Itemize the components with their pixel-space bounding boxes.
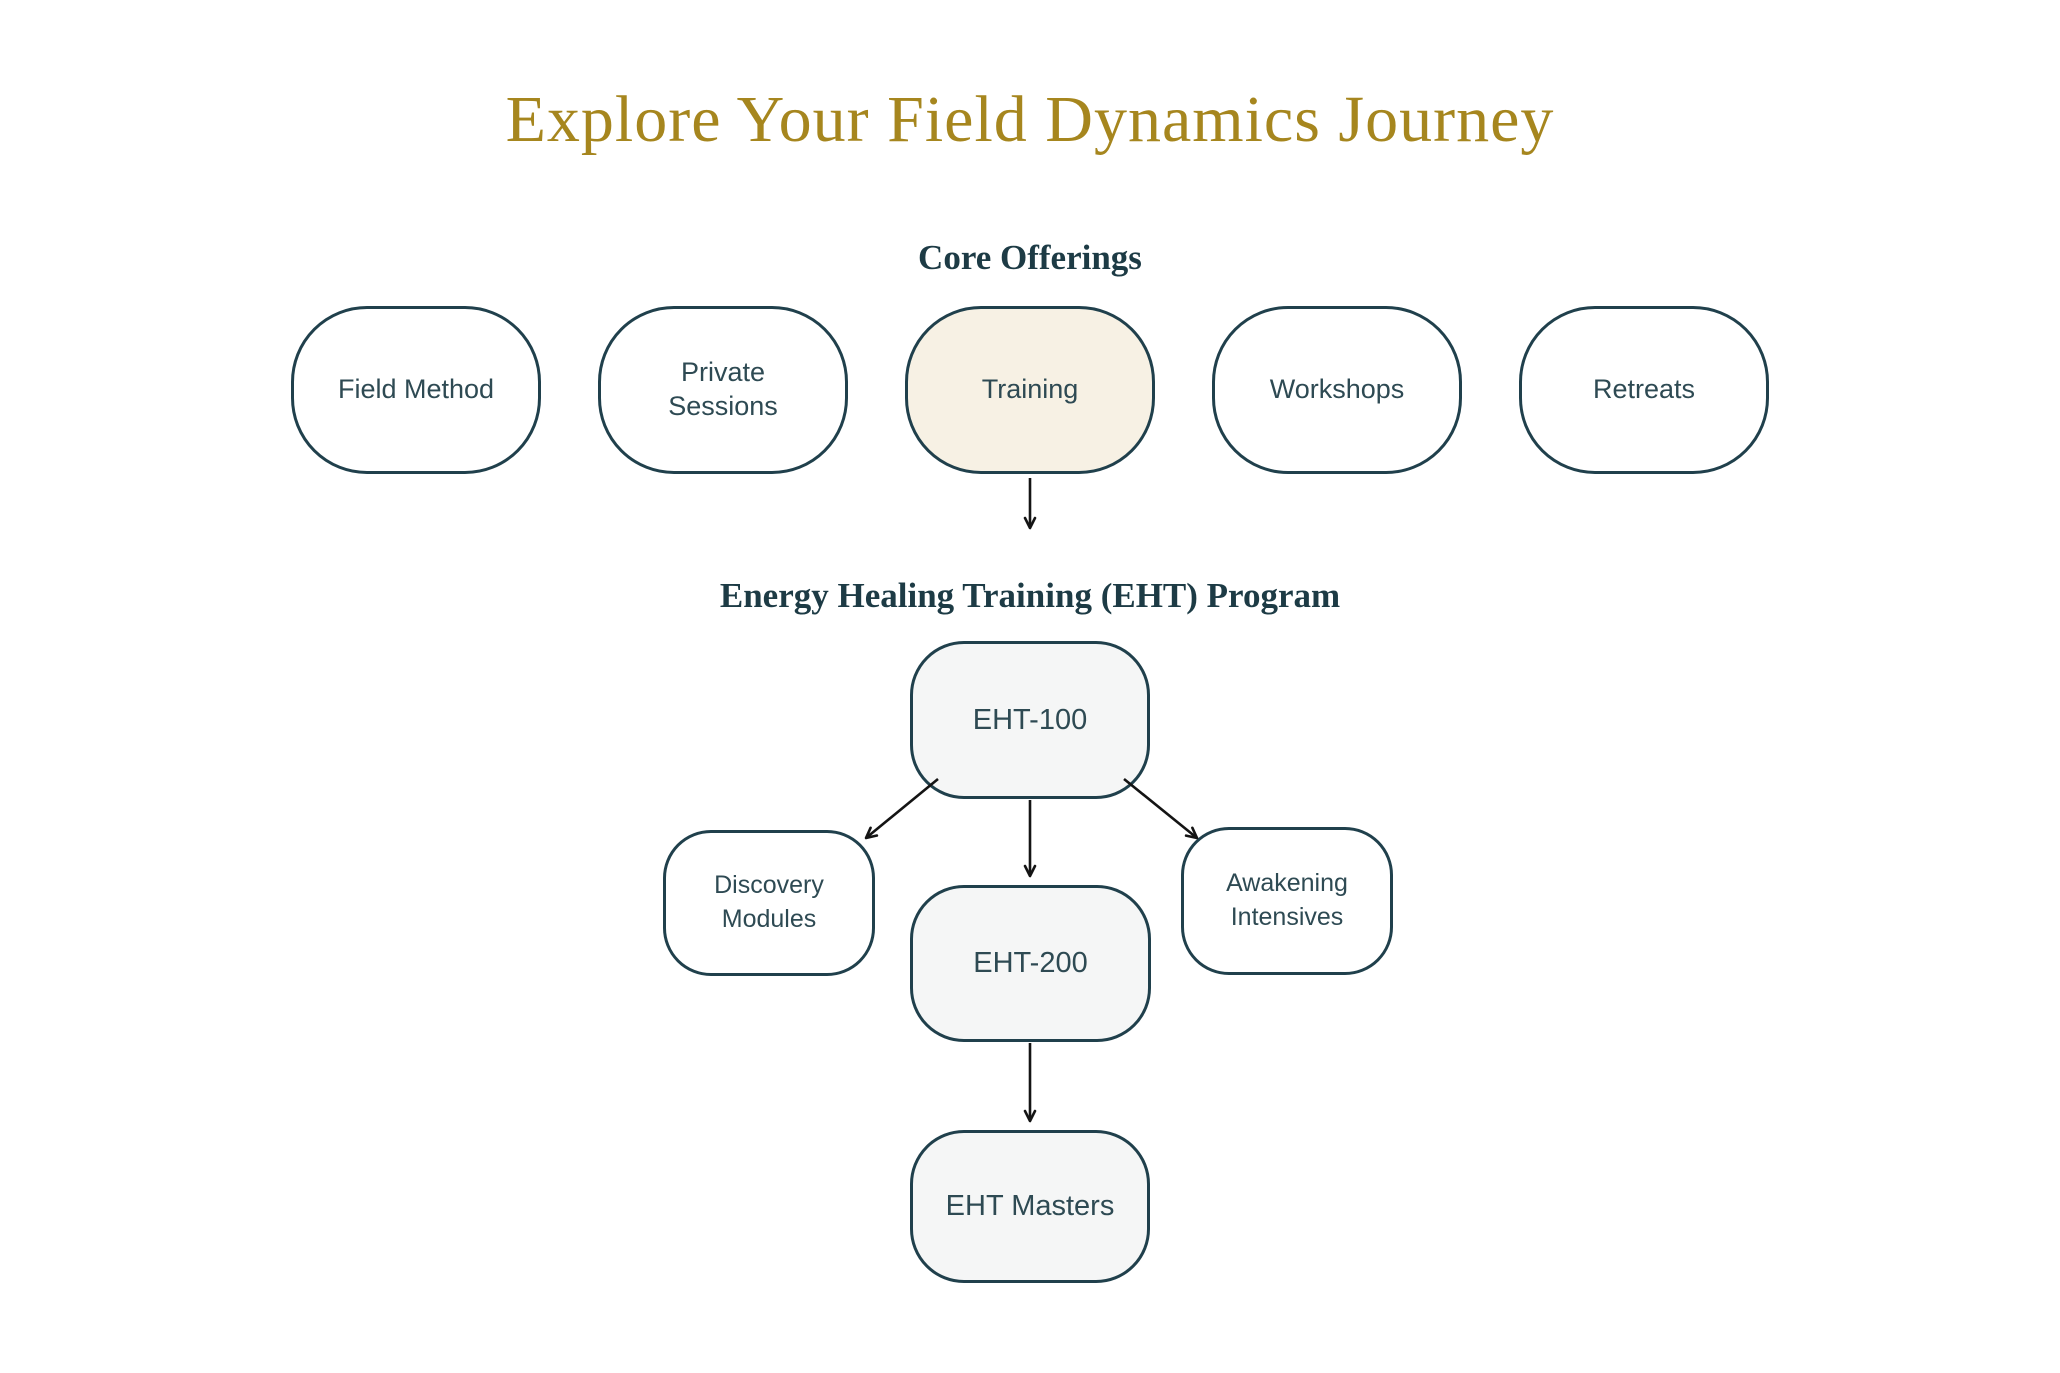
node-awakening-intensives-label: Awakening Intensives [1226,869,1348,931]
core-offerings-row: Field Method Private Sessions Training W… [0,306,2060,474]
arrow-eht100-to-discovery-modules [864,777,939,840]
node-eht-100-label: EHT-100 [972,703,1088,736]
node-discovery-modules-label: Discovery Modules [714,871,824,933]
node-discovery-modules[interactable]: Discovery Modules [663,830,875,976]
pill-retreats-label: Retreats [1592,374,1696,405]
pill-field-method[interactable]: Field Method [291,306,541,474]
pill-field-method-label: Field Method [337,374,495,405]
eht-program-heading: Energy Healing Training (EHT) Program [719,576,1341,615]
pill-training-label: Training [981,374,1079,405]
node-eht-masters-label: EHT Masters [945,1190,1115,1222]
node-eht-masters[interactable]: EHT Masters [910,1130,1150,1283]
page-title: Explore Your Field Dynamics Journey [505,83,1555,156]
pill-private-sessions-label: Private Sessions [668,357,778,421]
pill-retreats[interactable]: Retreats [1519,306,1769,474]
core-offerings-heading: Core Offerings [918,238,1142,277]
pill-workshops-label: Workshops [1269,374,1405,405]
node-eht-200-label: EHT-200 [973,947,1088,979]
pill-private-sessions[interactable]: Private Sessions [598,306,848,474]
arrow-eht100-to-awakening-intensives [1123,777,1199,840]
node-awakening-intensives[interactable]: Awakening Intensives [1181,827,1393,975]
pill-workshops[interactable]: Workshops [1212,306,1462,474]
pill-training[interactable]: Training [905,306,1155,474]
node-eht-100[interactable]: EHT-100 [910,641,1150,799]
node-eht-200[interactable]: EHT-200 [910,885,1151,1042]
